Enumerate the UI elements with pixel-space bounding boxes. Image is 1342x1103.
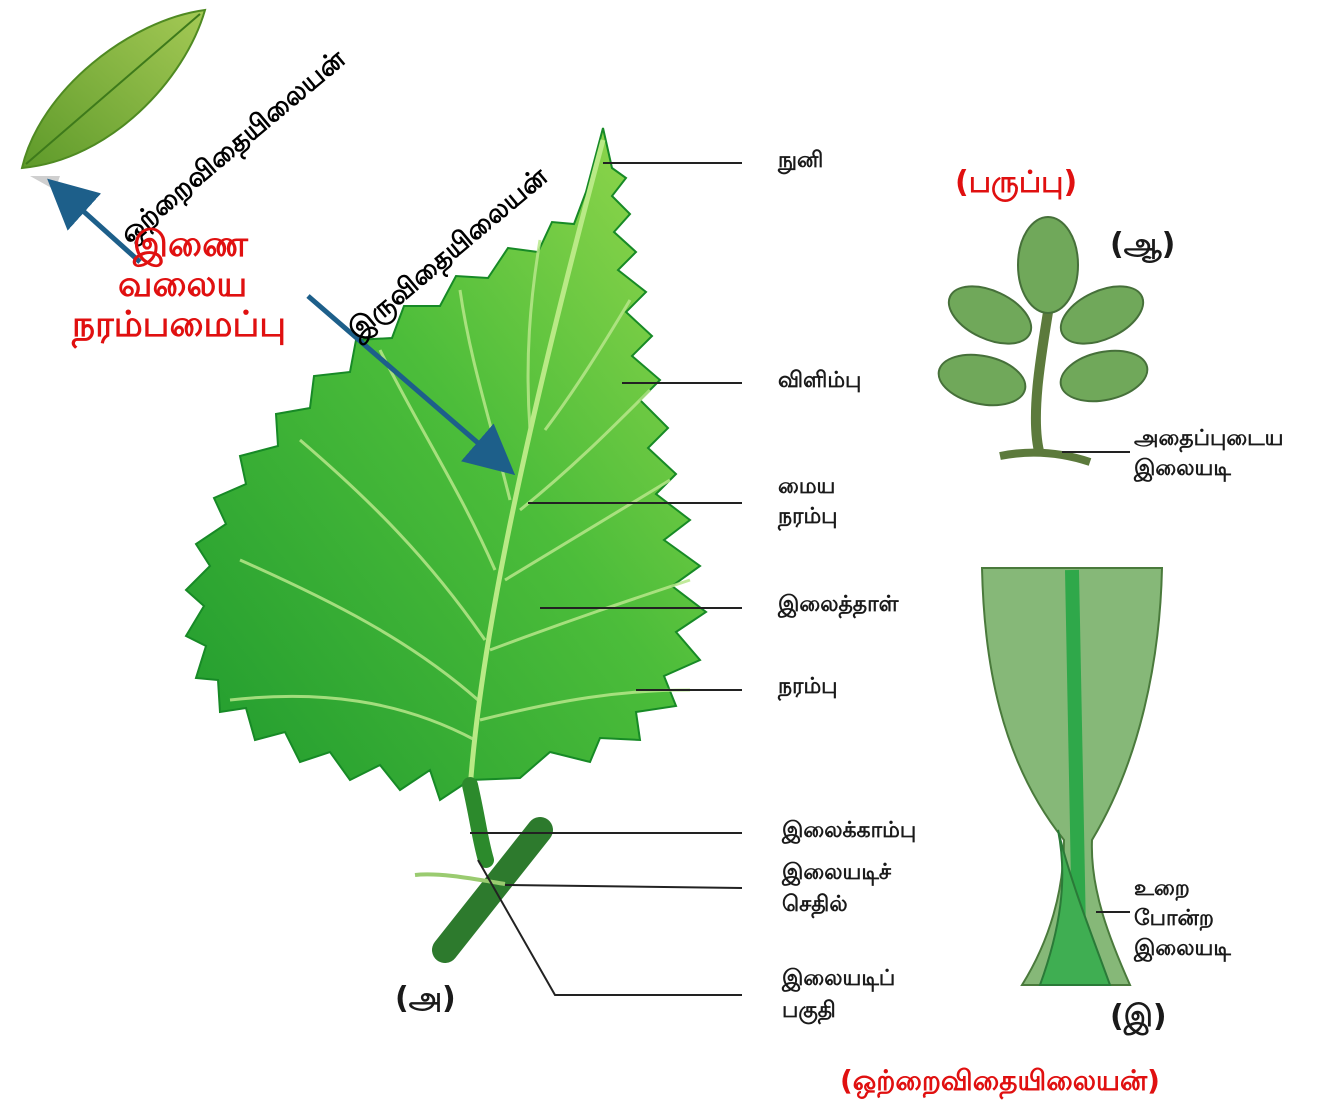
monocot-bottom-label: (ஒற்றைவிதையிலையன்)	[840, 1064, 1160, 1101]
fleshy-label: (பருப்பு)	[955, 165, 1077, 204]
label-midrib-1: மைய	[778, 474, 835, 500]
label-stipule-1: இலையடிச்	[782, 860, 891, 886]
label-petiole: இலைக்காம்பு	[782, 818, 916, 844]
sheath-label-1: உறை	[1134, 876, 1190, 902]
reticulate-label-line3: நரம்பமைப்பு	[72, 304, 286, 350]
label-lamina: இலைத்தாள்	[778, 592, 898, 618]
label-midrib-2: நரம்பு	[778, 504, 838, 530]
label-leaf-base-1: இலையடிப்	[782, 966, 895, 992]
figure-aa-marker: (ஆ)	[1110, 232, 1175, 258]
figure-i-marker: (இ)	[1110, 1004, 1167, 1030]
label-leaf-base-2: பகுதி	[782, 998, 836, 1024]
label-apex: நுனி	[778, 148, 823, 174]
label-stipule-2: செதில்	[782, 892, 848, 918]
monocot-leaf-image	[22, 10, 205, 190]
sheath-label-3: இலையடி	[1134, 936, 1231, 962]
label-margin: விளிம்பு	[778, 368, 861, 394]
figure-a-marker: (அ)	[395, 986, 456, 1012]
pulvinus-label-2: இலையடி	[1134, 456, 1231, 482]
pulvinus-label-1: அதைப்புடைய	[1134, 426, 1284, 452]
sheath-label-2: போன்ற	[1134, 906, 1214, 932]
label-vein: நரம்பு	[778, 674, 838, 700]
